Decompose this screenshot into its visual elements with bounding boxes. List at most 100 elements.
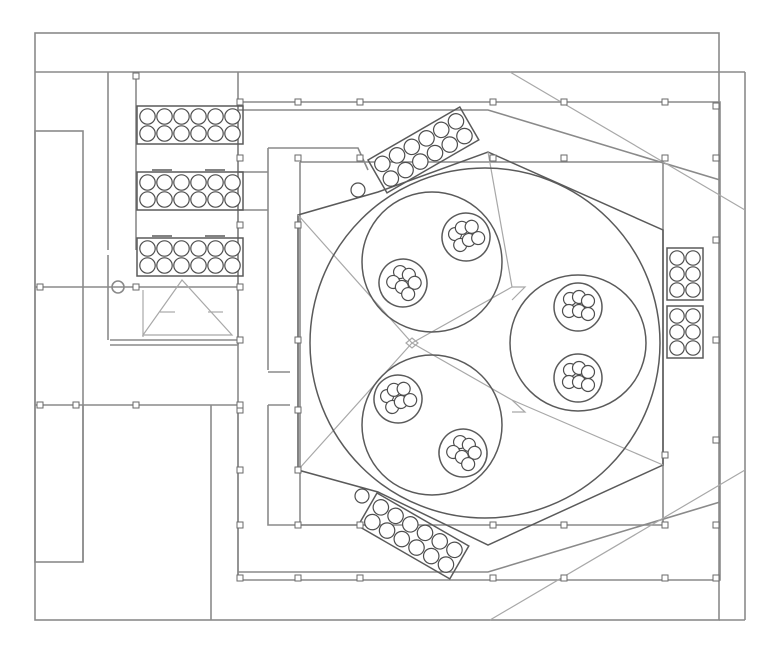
round-table-3 [553,282,603,332]
sub-circle-bottom [361,354,503,496]
seat [207,240,224,257]
seat [190,257,207,274]
column [236,283,244,291]
seat [224,191,241,208]
column [712,336,720,344]
table-top [553,353,603,403]
seat [156,257,173,274]
column [356,521,364,529]
seat [669,308,685,324]
seat [139,108,156,125]
column-round-upper [350,182,366,198]
column [132,283,140,291]
bank-frame [356,491,470,580]
bank-frame [366,105,480,194]
seat [156,108,173,125]
seat [224,240,241,257]
seat [207,125,224,142]
seat-banks [136,105,704,580]
seat [173,174,190,191]
seat [456,127,473,145]
round-table-5 [373,374,423,424]
seat [224,257,241,274]
column [661,154,669,162]
seat [139,191,156,208]
column [712,102,720,110]
seat [190,191,207,208]
column-round [111,280,125,294]
seat [685,340,701,356]
bank-frame [666,247,704,301]
column [236,336,244,344]
seat [156,191,173,208]
column [560,521,568,529]
seat [411,153,429,170]
seat [447,113,465,130]
seat [224,108,241,125]
column [489,574,497,582]
seat [580,377,596,393]
seat [156,125,173,142]
seat [156,240,173,257]
column [294,521,302,529]
column [661,521,669,529]
column [712,574,720,582]
column [236,574,244,582]
seat [387,507,404,525]
column [236,98,244,106]
ramp-triangle [141,279,234,336]
round-table-2 [378,258,428,308]
seat [372,499,390,516]
seat [207,174,224,191]
seat [403,138,421,156]
column [712,236,720,244]
column [132,72,140,80]
bank-frame [136,171,244,211]
column [294,406,302,414]
seat [378,522,396,539]
table-top [441,212,491,262]
column [294,574,302,582]
seat [446,541,463,559]
seat [669,282,685,298]
seat [401,286,416,302]
seat [190,174,207,191]
column [712,436,720,444]
column [356,154,364,162]
column [236,401,244,409]
column [661,574,669,582]
round-table-6 [438,428,488,478]
column [712,521,720,529]
column [132,401,140,409]
column [560,154,568,162]
seat [139,257,156,274]
column [236,521,244,529]
seat [422,547,440,565]
seat [139,240,156,257]
column [294,154,302,162]
seat [418,130,435,147]
hex-room [297,151,664,546]
column [489,521,497,529]
seat [669,266,685,282]
table-top [553,282,603,332]
seat [207,257,224,274]
column [489,154,497,162]
column [236,221,244,229]
seat [173,125,190,142]
seat [190,125,207,142]
column [294,221,302,229]
table-top [373,374,423,424]
seat-group-diagonal-lower [356,491,470,580]
seat-group-right-upper [666,247,704,301]
seat [441,136,459,153]
seat [669,250,685,266]
seat-group-right-lower [666,305,704,359]
column [560,574,568,582]
column [356,98,364,106]
column [294,336,302,344]
seat [156,174,173,191]
column [489,98,497,106]
seat [416,524,434,542]
